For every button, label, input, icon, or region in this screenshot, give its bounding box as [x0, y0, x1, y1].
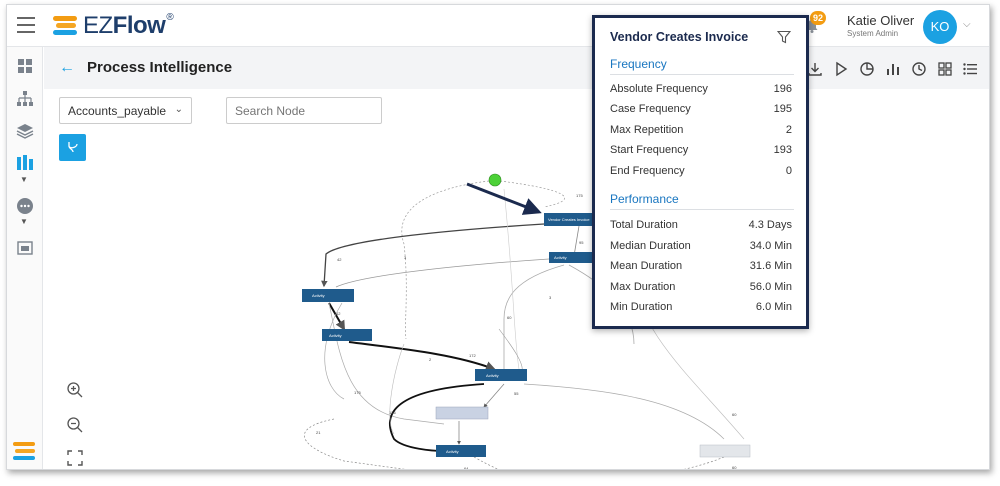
node-activity-light — [699, 444, 751, 458]
svg-text:95: 95 — [579, 240, 584, 245]
svg-text:21: 21 — [316, 430, 321, 435]
node-vendor-creates-invoice — [544, 213, 592, 226]
svg-text:Activity: Activity — [312, 293, 325, 298]
dashboard-icon[interactable] — [16, 57, 34, 75]
node-activity — [475, 369, 527, 381]
divider — [610, 209, 794, 210]
chat-icon[interactable] — [16, 197, 34, 215]
node-activity-light — [435, 406, 489, 420]
node-activity — [549, 252, 597, 263]
filter-icon[interactable] — [777, 30, 791, 44]
page-header: ← Process Intelligence — [44, 47, 989, 89]
svg-text:60: 60 — [732, 412, 737, 417]
svg-text:42: 42 — [337, 257, 342, 262]
page-title: Process Intelligence — [87, 59, 233, 76]
performance-heading: Performance — [610, 192, 679, 206]
svg-text:Activity: Activity — [446, 449, 459, 454]
layers-icon[interactable] — [16, 122, 34, 140]
svg-text:55: 55 — [514, 391, 519, 396]
logo-mark-icon — [53, 14, 79, 38]
chevron-down-icon[interactable]: ⌵ — [963, 19, 971, 30]
avatar[interactable]: KO — [923, 10, 957, 44]
svg-text:172: 172 — [469, 353, 476, 358]
graph-edge-labels: 42 3 175 95 3 60 42 172 2 126 55 175 21 … — [316, 193, 737, 470]
reports-icon[interactable] — [16, 239, 34, 257]
app-logo-icon — [13, 439, 37, 463]
org-chart-icon[interactable] — [16, 90, 34, 108]
app-window: EZFlow® 92 Katie Oliver System Admin KO … — [6, 4, 990, 470]
top-header: EZFlow® 92 Katie Oliver System Admin KO … — [7, 5, 989, 47]
pie-chart-icon[interactable] — [859, 61, 875, 77]
notification-count-badge: 92 — [810, 11, 826, 25]
search-node-input[interactable] — [226, 97, 382, 124]
svg-text:175: 175 — [354, 390, 361, 395]
node-activity — [436, 445, 486, 457]
user-role: System Admin — [847, 29, 899, 38]
chevron-down-icon[interactable]: ▼ — [20, 175, 28, 184]
process-map-canvas[interactable]: 42 3 175 95 3 60 42 172 2 126 55 175 21 … — [44, 89, 989, 470]
grid-icon[interactable] — [937, 61, 953, 77]
activity-nodes[interactable]: Vendor Creates Invoice Activity Activity… — [302, 213, 751, 458]
dataset-select[interactable]: Accounts_payable ⌄ — [59, 97, 192, 124]
bar-chart-icon[interactable] — [885, 61, 901, 77]
user-name[interactable]: Katie Oliver — [847, 13, 915, 28]
branch-icon — [67, 142, 78, 153]
svg-text:Activity: Activity — [329, 333, 342, 338]
popover-title: Vendor Creates Invoice — [610, 30, 749, 44]
svg-text:Activity: Activity — [486, 373, 499, 378]
start-node[interactable] — [488, 173, 502, 187]
left-sidebar: ▼ ▼ — [7, 47, 43, 469]
svg-text:175: 175 — [576, 193, 583, 198]
download-icon[interactable] — [807, 61, 823, 77]
play-icon[interactable] — [833, 61, 849, 77]
frequency-heading: Frequency — [610, 57, 667, 71]
ezflow-logo[interactable]: EZFlow® — [53, 10, 174, 42]
svg-text:42: 42 — [336, 311, 341, 316]
main-content: ← Process Intelligence — [44, 47, 989, 470]
highlight-arrow — [466, 182, 542, 215]
zoom-in-icon[interactable] — [66, 381, 84, 399]
process-graph[interactable]: 42 3 175 95 3 60 42 172 2 126 55 175 21 … — [44, 89, 989, 470]
logo-text: EZFlow® — [83, 12, 174, 39]
list-icon[interactable] — [962, 61, 978, 77]
svg-text:Vendor Creates Invoice: Vendor Creates Invoice — [548, 217, 590, 222]
process-filter-button[interactable] — [59, 134, 86, 161]
menu-icon[interactable] — [17, 17, 35, 33]
database-icon[interactable] — [16, 154, 34, 172]
svg-text:60: 60 — [507, 315, 512, 320]
fit-screen-icon[interactable] — [66, 449, 84, 467]
svg-text:126: 126 — [389, 410, 396, 415]
graph-edges — [304, 180, 745, 469]
svg-text:3: 3 — [549, 295, 552, 300]
svg-text:Activity: Activity — [554, 255, 567, 260]
svg-text:64: 64 — [464, 466, 469, 470]
chevron-down-icon: ⌄ — [174, 104, 183, 115]
zoom-out-icon[interactable] — [66, 416, 84, 434]
clock-icon[interactable] — [911, 61, 927, 77]
divider — [610, 74, 794, 75]
node-activity — [322, 329, 372, 341]
node-activity — [302, 289, 354, 302]
node-details-popover: Vendor Creates Invoice Frequency Absolut… — [592, 15, 809, 329]
svg-text:3: 3 — [404, 255, 407, 260]
svg-text:60: 60 — [732, 465, 737, 470]
chevron-down-icon[interactable]: ▼ — [20, 217, 28, 226]
svg-text:2: 2 — [429, 357, 432, 362]
back-arrow-icon[interactable]: ← — [59, 59, 75, 76]
